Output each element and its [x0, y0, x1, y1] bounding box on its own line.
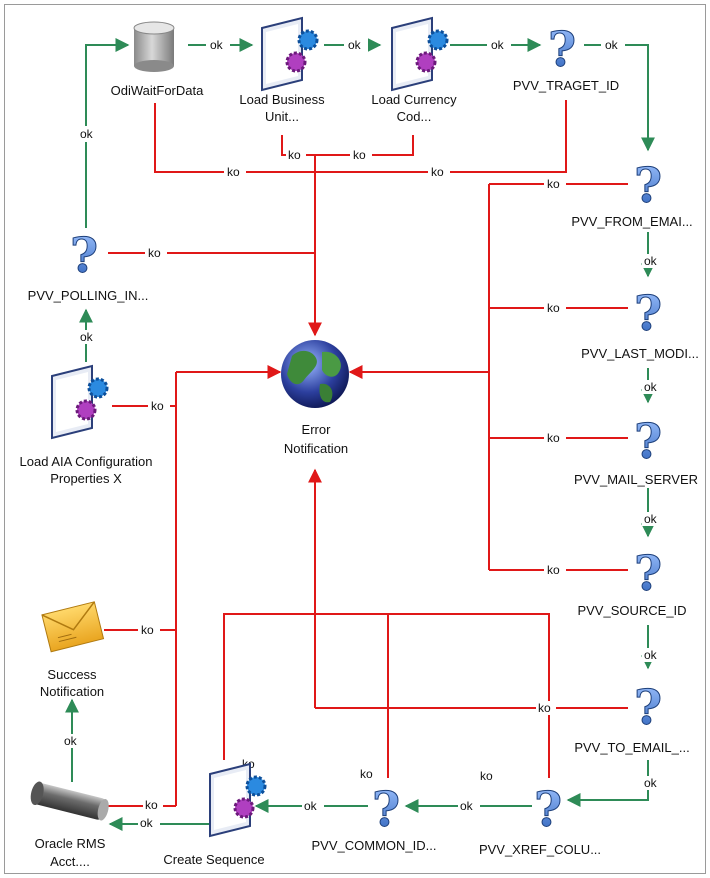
- pvv-traget-question-icon[interactable]: ?: [548, 22, 577, 79]
- edge-odiwait-ko: [154, 103, 315, 173]
- load-cc-label-1: Load Currency: [371, 92, 457, 107]
- question-icons: ? ? ? ? ? ? ? ? ?: [70, 22, 663, 839]
- edge-loadcc-ko: [315, 135, 414, 156]
- label-ko: ko: [547, 301, 560, 315]
- success-label-2: Notification: [40, 684, 104, 699]
- odiwait-node[interactable]: [133, 21, 175, 72]
- label-ko: ko: [141, 623, 154, 637]
- pvv-mail-label: PVV_MAIL_SERVER: [574, 472, 698, 487]
- label-ok: ok: [304, 799, 318, 813]
- label-ko: ko: [145, 798, 158, 812]
- pvv-to-question-icon[interactable]: ?: [634, 680, 663, 737]
- pvv-last-label: PVV_LAST_MODI...: [581, 346, 699, 361]
- error-label-2: Notification: [284, 441, 348, 456]
- oracle-label-1: Oracle RMS: [35, 836, 106, 851]
- label-ko: ko: [353, 148, 366, 162]
- load-aia-label-1: Load AIA Configuration: [20, 454, 153, 469]
- label-ko: ko: [360, 767, 373, 781]
- pvv-common-label: PVV_COMMON_ID...: [312, 838, 437, 853]
- load-bu-label-2: Unit...: [265, 109, 299, 124]
- label-ko: ko: [431, 165, 444, 179]
- pipe-icon: [30, 781, 109, 821]
- edge-labels: ok ok ok ok ok ko ko ko ko ko ko ok ko o…: [62, 38, 662, 830]
- success-label-1: Success: [47, 667, 97, 682]
- create-sequence-node[interactable]: [209, 762, 267, 838]
- label-ok: ok: [644, 776, 658, 790]
- label-ko: ko: [547, 177, 560, 191]
- load-aia-label-2: Properties X: [50, 471, 122, 486]
- label-ko: ko: [480, 769, 493, 783]
- success-notification-node[interactable]: [41, 601, 105, 653]
- pvv-source-question-icon[interactable]: ?: [634, 546, 663, 603]
- edge-to-to-xref: [566, 760, 649, 807]
- label-ko: ko: [288, 148, 301, 162]
- pvv-xref-label: PVV_XREF_COLU...: [479, 842, 601, 857]
- interface-icon: [209, 762, 267, 838]
- label-ok: ok: [644, 512, 658, 526]
- pvv-from-question-icon[interactable]: ?: [634, 158, 663, 215]
- edge-traget-ko: [315, 100, 567, 173]
- label-ko: ko: [547, 563, 560, 577]
- oracle-rms-node[interactable]: [28, 780, 110, 822]
- label-ok: ok: [80, 330, 94, 344]
- load-aia-config-node[interactable]: [51, 364, 109, 440]
- label-ok: ok: [64, 734, 78, 748]
- edge-polling-to-odiwait: [85, 38, 130, 228]
- interface-icon: [51, 364, 109, 440]
- pvv-from-label: PVV_FROM_EMAI...: [571, 214, 692, 229]
- load-business-unit-node[interactable]: [261, 16, 319, 92]
- pvv-common-question-icon[interactable]: ?: [372, 782, 401, 839]
- label-ok: ok: [140, 816, 154, 830]
- pvv-traget-label: PVV_TRAGET_ID: [513, 78, 619, 93]
- database-icon: [133, 21, 175, 72]
- label-ok: ok: [605, 38, 619, 52]
- edge-bottom-bus: [223, 613, 550, 778]
- pvv-xref-question-icon[interactable]: ?: [534, 782, 563, 839]
- node-labels: OdiWaitForData Load Business Unit... Loa…: [20, 78, 699, 869]
- edge-traget-to-from: [584, 44, 655, 152]
- load-currency-code-node[interactable]: [391, 16, 449, 92]
- load-bu-label-1: Load Business: [239, 92, 325, 107]
- label-ok: ok: [460, 799, 474, 813]
- label-ok: ok: [644, 648, 658, 662]
- oracle-label-2: Acct....: [50, 854, 90, 869]
- ok-connectors: [65, 38, 655, 831]
- pvv-polling-question-icon[interactable]: ?: [70, 228, 99, 285]
- envelope-icon: [41, 601, 105, 653]
- error-label-1: Error: [302, 422, 332, 437]
- label-ok: ok: [491, 38, 505, 52]
- error-notification-node[interactable]: [281, 340, 349, 408]
- label-ok: ok: [644, 254, 658, 268]
- label-ko: ko: [547, 431, 560, 445]
- label-ok: ok: [348, 38, 362, 52]
- label-ko: ko: [148, 246, 161, 260]
- load-cc-label-2: Cod...: [397, 109, 432, 124]
- label-ko: ko: [151, 399, 164, 413]
- label-ko: ko: [538, 701, 551, 715]
- interface-icon: [261, 16, 319, 92]
- pvv-polling-label: PVV_POLLING_IN...: [28, 288, 149, 303]
- create-seq-label: Create Sequence: [163, 852, 264, 867]
- globe-icon: [281, 340, 349, 408]
- interface-icon: [391, 16, 449, 92]
- pvv-to-label: PVV_TO_EMAIL_...: [574, 740, 689, 755]
- label-ok: ok: [80, 127, 94, 141]
- pvv-mail-question-icon[interactable]: ?: [634, 414, 663, 471]
- pvv-last-question-icon[interactable]: ?: [634, 286, 663, 343]
- label-ko: ko: [227, 165, 240, 179]
- pvv-source-label: PVV_SOURCE_ID: [577, 603, 686, 618]
- odiwait-label: OdiWaitForData: [111, 83, 204, 98]
- label-ok: ok: [644, 380, 658, 394]
- label-ok: ok: [210, 38, 224, 52]
